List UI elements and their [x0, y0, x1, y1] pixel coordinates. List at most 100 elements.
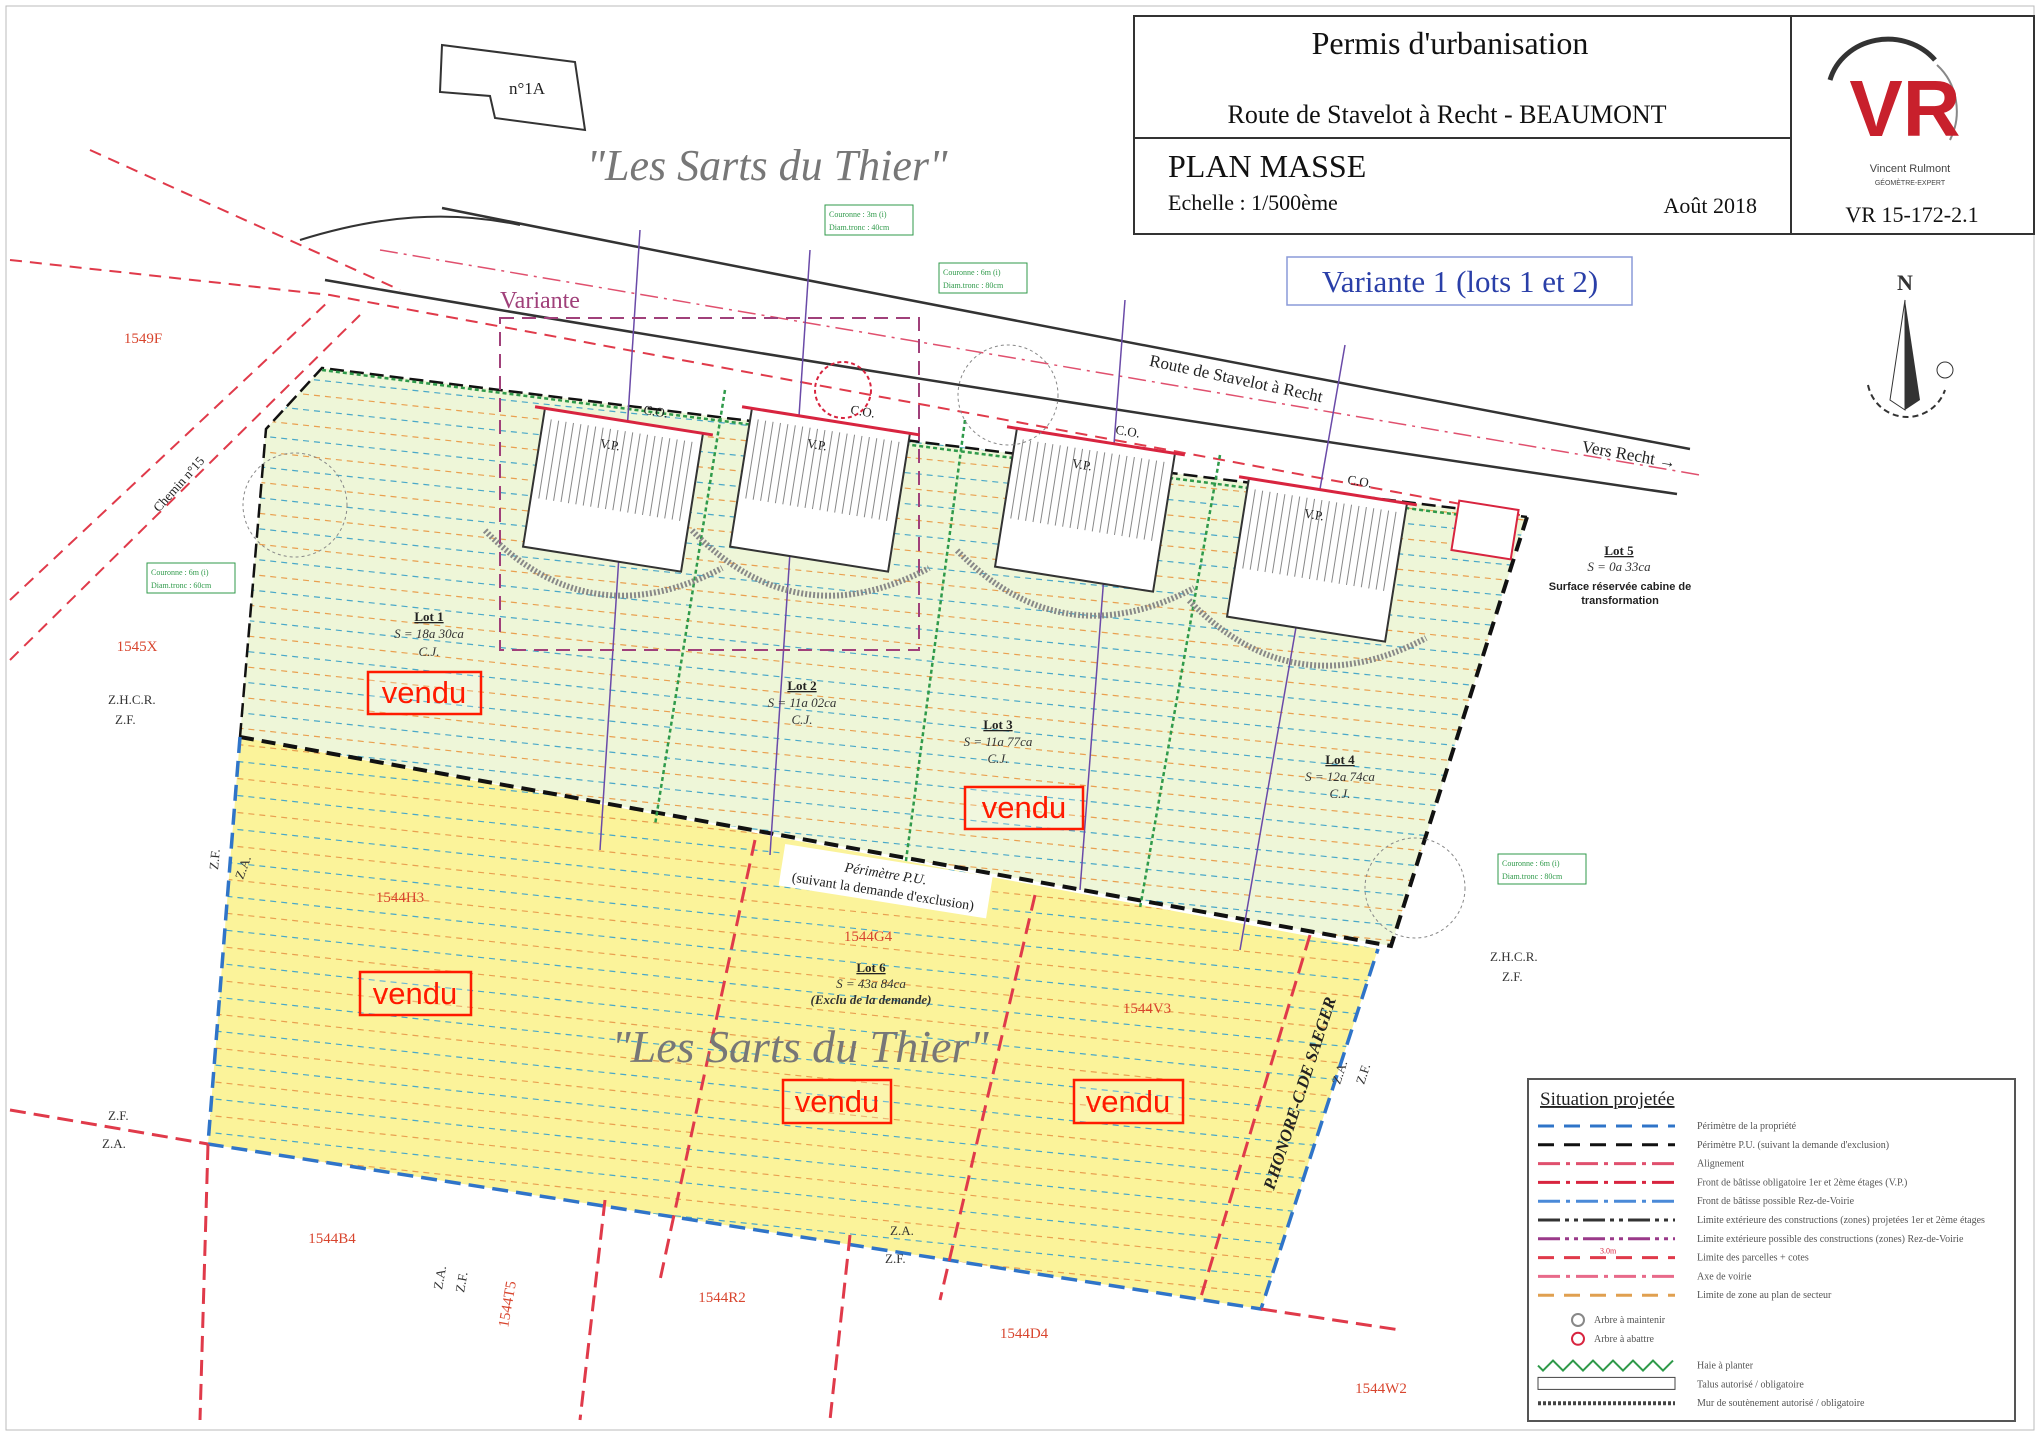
contour-line	[240, 655, 1527, 808]
sold-stamp: vendu	[366, 670, 483, 716]
contour-line	[240, 593, 1527, 746]
parcel-label: 1544D4	[1000, 1326, 1049, 1342]
svg-text:Lot 6: Lot 6	[856, 960, 886, 975]
co-label: C.O.	[1115, 422, 1142, 441]
svg-text:vendu: vendu	[1086, 1084, 1170, 1119]
svg-text:C.J.: C.J.	[1330, 786, 1351, 801]
svg-text:vendu: vendu	[373, 976, 457, 1011]
legend-label: Front de bâtisse possible Rez-de-Voirie	[1697, 1196, 1855, 1207]
svg-text:Z.A.: Z.A.	[102, 1136, 126, 1151]
legend-title: Situation projetée	[1540, 1089, 1675, 1110]
parcel-ref-label: n°1A	[509, 79, 546, 98]
parcel-label: 1545X	[117, 639, 158, 655]
svg-text:(Exclu de la demande): (Exclu de la demande)	[811, 992, 932, 1007]
plan-type: PLAN MASSE	[1168, 148, 1366, 184]
tree-info-box: Couronne : 6m (i)Diam.tronc : 80cm	[938, 262, 1028, 294]
parcel-label: 1544G4	[844, 929, 893, 945]
tree-info-box: Couronne : 3m (i)Diam.tronc : 40cm	[824, 204, 914, 236]
contour-line	[240, 717, 1527, 870]
legend-item: Limite extérieure des constructions (zon…	[1538, 1215, 1985, 1226]
parcel-label: 1544B4	[308, 1231, 356, 1247]
svg-text:S = 0a 33ca: S = 0a 33ca	[1587, 559, 1651, 574]
legend-label: Front de bâtisse obligatoire 1er et 2ème…	[1697, 1177, 1907, 1188]
house-footprint: V.P.C.O.	[1186, 472, 1428, 669]
tree-to-fell-icon	[814, 361, 872, 419]
svg-text:S = 11a 77ca: S = 11a 77ca	[964, 734, 1033, 749]
vp-label: V.P.	[599, 436, 621, 454]
svg-text:Z.F.: Z.F.	[1353, 1062, 1374, 1086]
legend-item: Arbre à abattre	[1571, 1331, 1655, 1346]
parcel-limits	[9, 839, 1401, 1421]
zone-labels: Z.H.C.R.Z.F. Z.H.C.R.Z.F. Z.F.Z.A. Z.F. …	[102, 692, 1538, 1294]
svg-text:Vincent Rulmont: Vincent Rulmont	[1870, 163, 1951, 175]
svg-text:S = 11a 02ca: S = 11a 02ca	[768, 695, 837, 710]
contour-line	[240, 562, 1527, 715]
svg-text:Z.F.: Z.F.	[206, 848, 223, 870]
legend-item: Talus autorisé / obligatoire	[1537, 1376, 1804, 1390]
parcel-label: 1544R2	[698, 1290, 746, 1306]
scale: Echelle : 1/500ème	[1168, 190, 1338, 215]
legend-label: Haie à planter	[1697, 1361, 1754, 1372]
tree-info-box: Couronne : 6m (i)Diam.tronc : 60cm	[146, 562, 236, 594]
lot-6-area	[208, 737, 1378, 1309]
variant-zone	[499, 317, 920, 651]
svg-text:C.J.: C.J.	[792, 712, 813, 727]
contour-line	[208, 870, 1378, 1022]
contour-line	[208, 1142, 1378, 1294]
contour-line	[240, 640, 1527, 792]
svg-text:Z.F.: Z.F.	[108, 1108, 129, 1123]
project-name-main: "Les Sarts du Thier"	[611, 1021, 989, 1072]
contour-line	[208, 836, 1378, 988]
svg-text:Z.A.: Z.A.	[430, 1264, 449, 1290]
legend-label: Limite de zone au plan de secteur	[1697, 1290, 1832, 1301]
contour-line	[240, 733, 1527, 885]
contour-line	[208, 819, 1378, 971]
date: Août 2018	[1664, 193, 1758, 218]
legend-item: Arbre à maintenir	[1571, 1313, 1666, 1327]
svg-text:C.J.: C.J.	[419, 644, 440, 659]
project-name-top: "Les Sarts du Thier"	[587, 141, 948, 190]
svg-text:GÉOMÈTRE-EXPERT: GÉOMÈTRE-EXPERT	[1875, 178, 1946, 187]
title-block: Permis d'urbanisation Route de Stavelot …	[1133, 15, 2035, 235]
legend-label: Limite des parcelles + cotes	[1697, 1253, 1809, 1264]
tree-info-text: Diam.tronc : 60cm	[151, 581, 212, 590]
tree-icon	[242, 344, 1466, 939]
contour-line	[240, 671, 1527, 823]
legend: Situation projetée Périmètre de la propr…	[1527, 1078, 2016, 1422]
vp-label: V.P.	[1071, 456, 1093, 474]
contour-line	[240, 686, 1527, 839]
contour-line	[208, 955, 1378, 1107]
contour-line	[208, 853, 1378, 1005]
svg-text:Z.F.: Z.F.	[885, 1251, 906, 1266]
svg-text:Z.H.C.R.: Z.H.C.R.	[1490, 949, 1538, 964]
parcel-label: 1544T5	[496, 1280, 520, 1329]
legend-label: Talus autorisé / obligatoire	[1697, 1379, 1804, 1390]
svg-text:S = 43a 84ca: S = 43a 84ca	[836, 976, 906, 991]
svg-text:N: N	[1897, 270, 1913, 295]
legend-item: Front de bâtisse possible Rez-de-Voirie	[1538, 1196, 1855, 1207]
houses: V.P.C.O.V.P.C.O.V.P.C.O.V.P.C.O.	[482, 402, 1428, 669]
legend-label: Arbre à abattre	[1594, 1334, 1655, 1345]
legend-label: Alignement	[1697, 1159, 1744, 1170]
tree-icon	[1571, 1313, 1585, 1327]
svg-text:Z.F.: Z.F.	[452, 1271, 470, 1294]
legend-label: Périmètre de la propriété	[1697, 1121, 1797, 1132]
tree-icon	[1571, 1331, 1585, 1346]
tree-info-text: Diam.tronc : 40cm	[829, 223, 890, 232]
sold-stamp: vendu	[358, 970, 473, 1017]
reference: VR 15-172-2.1	[1845, 202, 1978, 227]
variant-label: Variante	[500, 288, 580, 314]
variant-banner: Variante 1 (lots 1 et 2)	[1322, 264, 1598, 299]
tree-info-text: Diam.tronc : 80cm	[943, 281, 1004, 290]
contour-line	[240, 702, 1527, 854]
contour-line	[208, 1159, 1378, 1309]
legend-item: Alignement	[1538, 1159, 1744, 1170]
svg-text:Z.H.C.R.: Z.H.C.R.	[108, 692, 156, 707]
svg-text:Z.F.: Z.F.	[115, 712, 136, 727]
contour-line	[208, 1006, 1378, 1158]
parcel-label: 1549F	[124, 331, 162, 347]
contour-line	[208, 972, 1378, 1124]
tree-info-boxes: Couronne : 3m (i)Diam.tronc : 40cmCouron…	[146, 204, 1587, 885]
